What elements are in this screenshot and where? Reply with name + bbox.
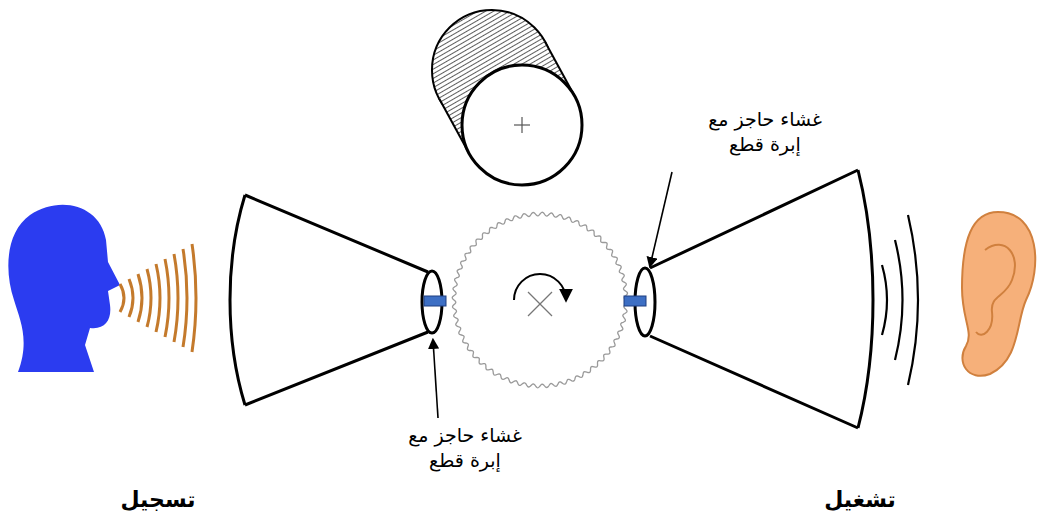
- diaphragm-label: غشاء حاجز مع إبرة قطع: [390, 423, 540, 472]
- playback-horn: [624, 170, 873, 428]
- groove-disc: [452, 212, 628, 388]
- recording-heading: تسجيل: [120, 486, 195, 515]
- wave-arc: [147, 269, 151, 327]
- wave-arc: [183, 249, 187, 347]
- wax-cylinder: [432, 10, 582, 185]
- diaphragm-label: غشاء حاجز مع إبرة قطع: [690, 107, 840, 156]
- wave-arc: [165, 259, 169, 337]
- playback-heading: تشغيل: [824, 486, 896, 515]
- leader-arrow: [650, 172, 672, 266]
- sound-waves-out: [882, 215, 918, 385]
- wave-arc: [120, 284, 124, 312]
- wave-arc: [156, 264, 160, 332]
- wave-arc: [138, 274, 142, 322]
- wave-arc: [129, 279, 133, 317]
- listener-ear: [962, 212, 1035, 376]
- wave-arc: [192, 244, 196, 352]
- speaker-head: [8, 205, 120, 372]
- recording-horn: [230, 195, 446, 405]
- leader-arrow: [433, 340, 438, 418]
- wave-arc: [174, 254, 178, 342]
- sound-waves-in: [120, 244, 196, 352]
